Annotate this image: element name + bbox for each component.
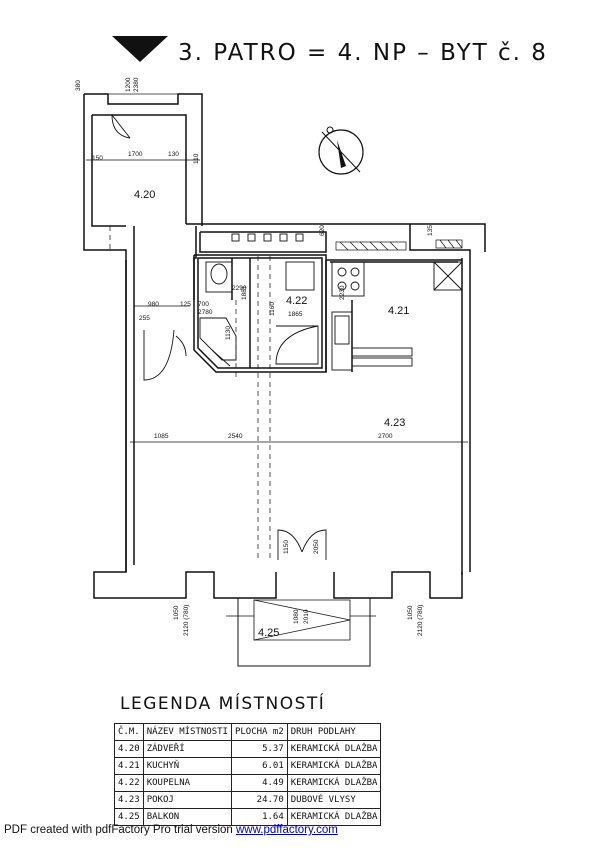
table-row: 4.22 KOUPELNA 4.49 KERAMICKÁ DLAŽBA bbox=[114, 774, 382, 792]
room-label-420: 4.20 bbox=[134, 189, 155, 201]
table-cell: 4.49 bbox=[230, 774, 288, 792]
table-cell: 1.64 bbox=[230, 808, 288, 826]
dim-1881: 1881 bbox=[241, 285, 248, 300]
table-cell: 4.25 bbox=[114, 808, 144, 826]
floor-plan-drawing: 380 1200 2380 1700 130 150 110 980 125 7… bbox=[75, 36, 486, 667]
table-cell: BALKON bbox=[142, 808, 232, 826]
dim-1150: 1150 bbox=[283, 540, 290, 554]
dim-110: 110 bbox=[193, 153, 200, 164]
room-label-421: 4.21 bbox=[388, 305, 409, 317]
dim-2290: 2290 bbox=[232, 285, 247, 292]
table-cell: KERAMICKÁ DLAŽBA bbox=[286, 757, 382, 775]
dim-1050-right: 1050 bbox=[407, 605, 414, 620]
footer-link[interactable]: www.pdffactory.com bbox=[236, 824, 338, 836]
page-title: 3. PATRO = 4. NP – BYT č. 8 bbox=[178, 40, 548, 66]
dim-2540: 2540 bbox=[228, 433, 243, 440]
table-header: NÁZEV MÍSTNOSTI bbox=[142, 723, 232, 741]
dim-2120-right: 2120 (780) bbox=[417, 605, 424, 636]
dim-135: 135 bbox=[427, 225, 434, 236]
table-cell: KERAMICKÁ DLAŽBA bbox=[286, 740, 382, 758]
table-cell: DUBOVÉ VLYSY bbox=[286, 791, 382, 809]
dim-1160: 1160 bbox=[269, 302, 276, 316]
table-cell: 4.22 bbox=[114, 774, 144, 792]
balcony-outline bbox=[226, 598, 376, 667]
table-cell: KUCHYŇ bbox=[142, 757, 232, 775]
room-label-422: 4.22 bbox=[286, 295, 307, 307]
room-label-423: 4.23 bbox=[384, 417, 405, 429]
dim-1865: 1865 bbox=[288, 311, 303, 318]
dim-2380: 2380 bbox=[133, 77, 140, 92]
table-header: PLOCHA m2 bbox=[230, 723, 288, 741]
table-header: DRUH PODLAHY bbox=[286, 723, 382, 741]
dim-1085: 1085 bbox=[154, 433, 169, 440]
table-row: 4.20 ZÁDVEŘÍ 5.37 KERAMICKÁ DLAŽBA bbox=[114, 740, 382, 758]
dim-1130: 1130 bbox=[225, 326, 232, 340]
table-cell: 4.23 bbox=[114, 791, 144, 809]
legend-title: LEGENDA MÍSTNOSTÍ bbox=[120, 694, 326, 714]
table-cell: 6.01 bbox=[230, 757, 288, 775]
dim-1080: 1080 bbox=[293, 609, 300, 624]
table-cell: 24.70 bbox=[230, 791, 288, 809]
table-cell: KOUPELNA bbox=[142, 774, 232, 792]
dim-150: 150 bbox=[92, 155, 103, 162]
table-cell: 5.37 bbox=[230, 740, 288, 758]
dim-1700: 1700 bbox=[128, 151, 143, 158]
table-row: 4.21 KUCHYŇ 6.01 KERAMICKÁ DLAŽBA bbox=[114, 757, 382, 775]
dim-255: 255 bbox=[139, 315, 150, 322]
table-cell: 4.20 bbox=[114, 740, 144, 758]
dim-2230: 2230 bbox=[339, 285, 346, 300]
dim-620: 620 bbox=[319, 225, 326, 236]
room-legend-table: Č.M. NÁZEV MÍSTNOSTI PLOCHA m2 DRUH PODL… bbox=[114, 723, 382, 826]
dim-2700: 2700 bbox=[378, 433, 393, 440]
dim-2050: 2050 bbox=[313, 539, 320, 554]
table-row: 4.25 BALKON 1.64 KERAMICKÁ DLAŽBA bbox=[114, 808, 382, 826]
table-cell: KERAMICKÁ DLAŽBA bbox=[286, 808, 382, 826]
dim-1050-left: 1050 bbox=[173, 605, 180, 620]
table-row: 4.23 POKOJ 24.70 DUBOVÉ VLYSY bbox=[114, 791, 382, 809]
dim-2120-left: 2120 (780) bbox=[183, 605, 190, 636]
dim-700: 700 bbox=[198, 301, 209, 308]
dim-130: 130 bbox=[168, 151, 179, 158]
level-marker-icon bbox=[112, 36, 168, 62]
table-cell: 4.21 bbox=[114, 757, 144, 775]
table-cell: POKOJ bbox=[142, 791, 232, 809]
pdf-footer: PDF created with pdfFactory Pro trial ve… bbox=[4, 824, 338, 836]
table-cell: KERAMICKÁ DLAŽBA bbox=[286, 774, 382, 792]
dim-1200: 1200 bbox=[125, 77, 132, 92]
table-header: Č.M. bbox=[114, 723, 144, 741]
room-label-425: 4.25 bbox=[258, 627, 279, 639]
north-arrow-icon bbox=[318, 126, 364, 175]
footer-text: PDF created with pdfFactory Pro trial ve… bbox=[4, 824, 236, 836]
dim-125: 125 bbox=[180, 301, 191, 308]
dim-2780: 2780 bbox=[198, 309, 213, 316]
dim-2010: 2010 bbox=[303, 609, 310, 624]
dim-380: 380 bbox=[75, 80, 82, 91]
table-cell: ZÁDVEŘÍ bbox=[142, 740, 232, 758]
table-header-row: Č.M. NÁZEV MÍSTNOSTI PLOCHA m2 DRUH PODL… bbox=[114, 723, 382, 741]
dim-980: 980 bbox=[148, 301, 159, 308]
